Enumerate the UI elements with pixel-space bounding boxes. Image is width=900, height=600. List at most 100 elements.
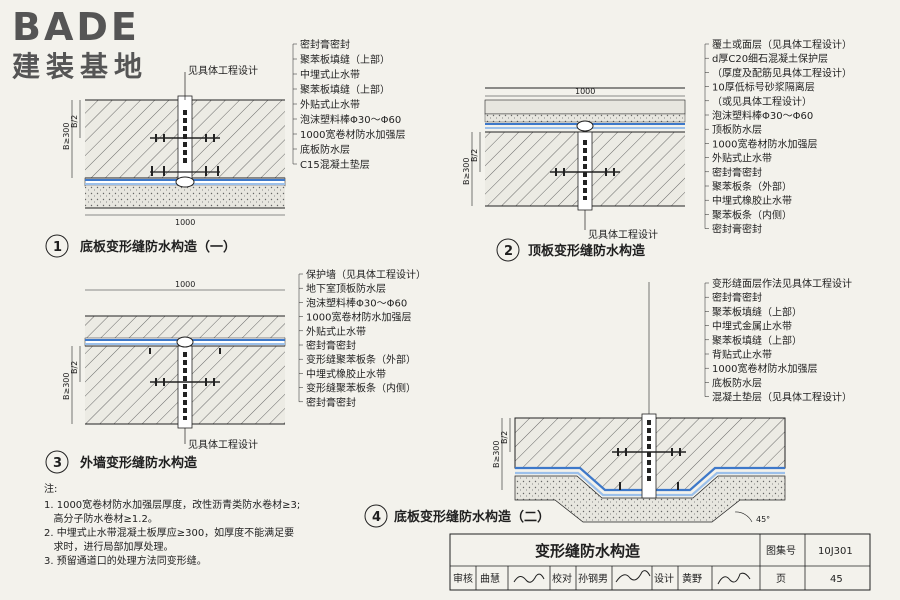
d2-callout-label: 外贴式止水带 [712,152,772,165]
d4-callout-label: 变形缝面层作法见具体工程设计 [712,277,852,290]
d2-callout-label: 泡沫塑料棒Φ30～Φ60 [712,109,813,122]
d2-callout-label: （或见具体工程设计） [712,95,812,108]
d2-protection-layer [484,99,686,115]
atlas-label: 图集号 [766,544,796,557]
d4-callout-label: 1000宽卷材防水加强层 [712,362,817,375]
d2-callout-label: d厚C20细石混凝土保护层 [712,52,828,65]
d1-dim-b: B≥300 [62,123,71,150]
d3-callout-label: 地下室顶板防水层 [306,282,386,295]
diagram-4-floor-slab-joint-2: B≥300 B/2 45° 变形缝面层作法见具体工程设计密封膏密封聚苯板填缝（上… [364,277,852,528]
d3-callout-label: 变形缝聚苯板条（内侧） [306,382,416,395]
d2-dim-width: 1000 [575,87,595,96]
reviewer-name: 曲慧 [480,572,500,585]
d1-callout-label: 泡沫塑料棒Φ30～Φ60 [300,113,401,126]
notes-title: 注: [44,482,57,495]
d1-callout-label: 密封膏密封 [300,38,350,51]
d3-callout-label: 1000宽卷材防水加强层 [306,311,411,324]
d2-callout-label: 密封膏密封 [712,166,762,179]
d3-callout-label: 外贴式止水带 [306,325,366,338]
d4-angle: 45° [756,515,770,524]
checker-name: 孙钢男 [578,572,608,585]
check-label: 校对 [552,572,572,585]
d2-number: 2 [504,244,513,259]
review-label: 审核 [453,572,473,585]
d1-caption: 底板变形缝防水构造（一） [80,239,236,255]
d3-number-circle [45,450,69,474]
d2-callout-label: （厚度及配筋见具体工程设计） [712,66,852,79]
note-line: 1. 1000宽卷材防水加强层厚度，改性沥青类防水卷材≥3; [44,498,300,511]
d3-callout-label: 泡沫塑料棒Φ30～Φ60 [306,296,407,309]
d1-number: 1 [53,240,62,255]
d4-callout-label: 底板防水层 [712,376,762,389]
designer-signature [717,572,751,585]
d3-caption: 外墙变形缝防水构造 [79,455,198,471]
d2-number-circle [496,238,520,262]
logo-brand: BADE [12,5,140,49]
d4-number: 4 [372,510,381,525]
brand-logo: BADE 建装基地 [12,5,148,83]
d1-callout-label: 底板防水层 [300,143,350,156]
d2-foam-rod [576,120,594,132]
page-label: 页 [776,573,786,585]
d1-callout-label: 聚苯板填缝（上部） [300,53,390,66]
d3-dim-b2: B/2 [70,361,79,374]
diagram-3-wall-joint: 1000 B≥300 B/2 见具体工程设计 保护墙（见具体工程设计）地下室顶板… [45,268,426,474]
d1-dim-width: 1000 [175,218,195,227]
d1-top-note: 见具体工程设计 [188,64,258,77]
note-line: 高分子防水卷材≥1.2。 [44,512,158,525]
drawing-title: 变形缝防水构造 [535,542,640,560]
d1-dim-b2: B/2 [70,115,79,128]
page-number: 45 [830,574,843,585]
d2-bottom-note: 见具体工程设计 [588,228,658,241]
designer-name: 黄野 [682,572,702,585]
d2-callout-label: 10厚低标号砂浆隔离层 [712,81,815,94]
d2-callout-label: 中埋式橡胶止水带 [712,194,792,207]
d2-callout-label: 1000宽卷材防水加强层 [712,137,817,150]
d2-callout-label: 顶板防水层 [712,123,762,136]
title-block: 变形缝防水构造 图集号 10J301 审核 曲慧 校对 孙钢男 设计 黄野 页 … [449,533,871,591]
note-line: 3. 预留通道口的处理方法同变形缝。 [44,554,207,567]
note-line: 2. 中埋式止水带混凝土板厚应≥300，如厚度不能满足要 [44,526,294,539]
diagram-2-roof-slab-joint: 1000 B≥300 B/2 见具体工程设计 覆土或面层（见具体工程设计）d厚C… [462,38,852,262]
d4-callout-label: 聚苯板填缝（上部） [712,305,802,318]
d4-callout-label: 背贴式止水带 [712,348,772,361]
d1-number-circle [45,234,69,258]
d3-callout-label: 中埋式橡胶止水带 [306,367,386,380]
d2-callout-label: 密封膏密封 [712,223,762,236]
d4-callout-label: 聚苯板填缝（上部） [712,334,802,347]
reviewer-signature [513,573,545,583]
d3-dim-b: B≥300 [62,373,71,400]
d4-dim-b2: B/2 [500,431,509,444]
d1-foam-rod [175,176,195,188]
d4-callout-label: 密封膏密封 [712,291,762,304]
d3-bottom-note: 见具体工程设计 [188,438,258,451]
d4-callout-label: 中埋式金属止水带 [712,320,792,333]
note-line: 求时，进行局部加厚处理。 [44,540,174,553]
d3-number: 3 [53,456,62,471]
atlas-number: 10J301 [818,546,853,557]
design-label: 设计 [654,572,674,585]
notes-block: 注: 1. 1000宽卷材防水加强层厚度，改性沥青类防水卷材≥3; 高分子防水卷… [44,482,300,567]
d3-protect-wall [85,316,285,338]
d4-cushion [514,475,786,523]
d1-callout-label: 外贴式止水带 [300,98,360,111]
d2-caption: 顶板变形缝防水构造 [528,243,646,259]
d3-callout-label: 密封膏密封 [306,396,356,409]
d3-foam-rod [176,336,194,348]
d2-callout-label: 聚苯板条（内侧） [712,208,792,221]
d3-callout-label: 密封膏密封 [306,339,356,352]
d2-dim-b: B≥300 [462,158,471,185]
d2-callout-label: 聚苯板条（外部） [712,180,792,193]
d4-number-circle [364,504,388,528]
logo-subtitle: 建装基地 [12,50,148,83]
d1-callout-label: 1000宽卷材防水加强层 [300,128,405,141]
d1-callout-label: 中埋式止水带 [300,68,360,81]
d3-callout-label: 保护墙（见具体工程设计） [306,268,426,281]
d2-dim-b2: B/2 [470,149,479,162]
d4-callout-label: 混凝土垫层（见具体工程设计） [712,391,852,404]
d3-dim-width: 1000 [175,280,195,289]
d1-callout-label: C15混凝土垫层 [300,158,370,171]
d4-caption: 底板变形缝防水构造（二） [394,509,550,525]
